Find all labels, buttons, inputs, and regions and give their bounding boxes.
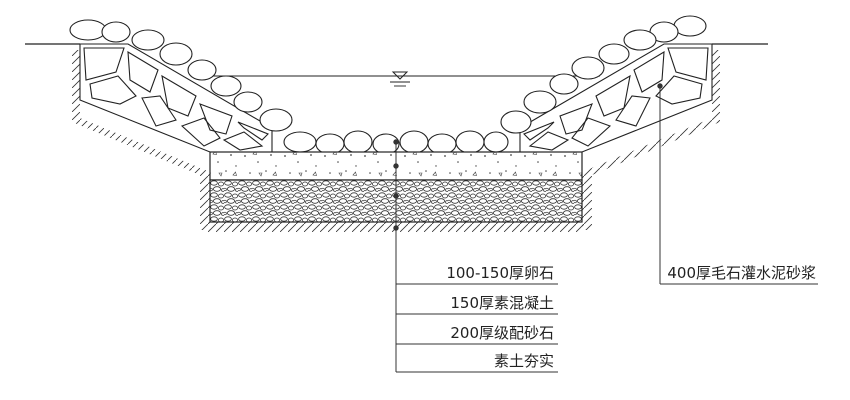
label-compacted-soil: 素土夯实	[494, 352, 554, 370]
water-level	[195, 71, 600, 87]
side-wall-leader	[657, 83, 818, 285]
left-slope-pebbles	[69, 19, 293, 132]
label-pebble-layer: 100-150厚卵石	[446, 264, 554, 282]
label-concrete-layer: 150厚素混凝土	[450, 294, 554, 312]
label-gravel-layer: 200厚级配砂石	[450, 324, 554, 342]
right-slope-pebbles	[500, 15, 707, 134]
water-level-symbol	[391, 71, 409, 80]
label-side-wall: 400厚毛石灌水泥砂浆	[667, 264, 816, 282]
layer-leader	[393, 139, 558, 373]
